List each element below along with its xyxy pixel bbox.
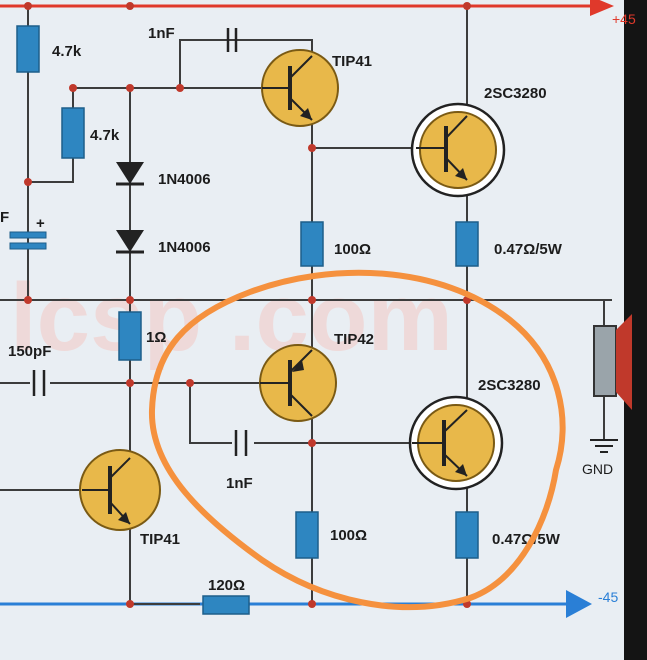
junction-nodes — [24, 2, 471, 608]
label-q-bot-driver: TIP42 — [334, 331, 374, 348]
ground-label: GND — [582, 461, 613, 477]
resistor-top-emitter — [300, 221, 324, 267]
negative-rail-label: -45 — [598, 589, 618, 605]
negative-rail-arrow — [566, 590, 592, 618]
label-c-input: 150pF — [8, 343, 51, 360]
positive-rail-label: +45 — [612, 11, 636, 27]
capacitors — [32, 28, 248, 456]
transistor-bottom-driver — [259, 344, 337, 422]
diodes — [116, 162, 144, 254]
resistor-top-output — [455, 221, 479, 267]
electrolytic-capacitor: + — [9, 215, 47, 250]
ground-symbol — [590, 439, 618, 453]
label-r-top-emitter: 100Ω — [334, 241, 371, 258]
diode-1-symbol — [116, 162, 144, 184]
label-q-top-output: 2SC3280 — [484, 85, 547, 102]
transistor-vas — [79, 449, 161, 531]
label-d1: 1N4006 — [158, 171, 211, 188]
resistor-bias — [118, 311, 142, 361]
label-q-vas: TIP41 — [140, 531, 180, 548]
label-r-bot-output: 0.47Ω/5W — [492, 531, 561, 548]
label-q-bot-output: 2SC3280 — [478, 377, 541, 394]
resistor-bottom-emitter — [295, 511, 319, 559]
transistor-top-driver — [261, 49, 339, 127]
label-c-top: 1nF — [148, 25, 175, 42]
resistor-top-left — [16, 25, 40, 73]
label-q-top-driver: TIP41 — [332, 53, 372, 70]
label-r-top-left: 4.7k — [52, 43, 82, 60]
capacitor-left-label: F — [0, 209, 9, 226]
label-r-bot-emitter: 100Ω — [330, 527, 367, 544]
transistor-bottom-output — [408, 395, 504, 491]
label-r-bias: 1Ω — [146, 329, 166, 346]
label-c-bottom: 1nF — [226, 475, 253, 492]
watermark-text: lcsp .com — [10, 264, 453, 371]
speaker — [593, 314, 632, 410]
diode-2-symbol — [116, 230, 144, 252]
positive-rail-arrow — [590, 0, 614, 16]
monitor-bezel — [624, 0, 647, 660]
transistor-top-output — [410, 102, 506, 198]
resistor-bottom — [202, 595, 250, 615]
resistor-bottom-output — [455, 511, 479, 559]
highlight-annotation — [148, 269, 566, 610]
svg-text:+: + — [36, 215, 45, 232]
resistor-mid-left — [61, 107, 85, 159]
label-r-mid-left: 4.7k — [90, 127, 120, 144]
label-r-bottom: 120Ω — [208, 577, 245, 594]
label-r-top-output: 0.47Ω/5W — [494, 241, 563, 258]
label-d2: 1N4006 — [158, 239, 211, 256]
